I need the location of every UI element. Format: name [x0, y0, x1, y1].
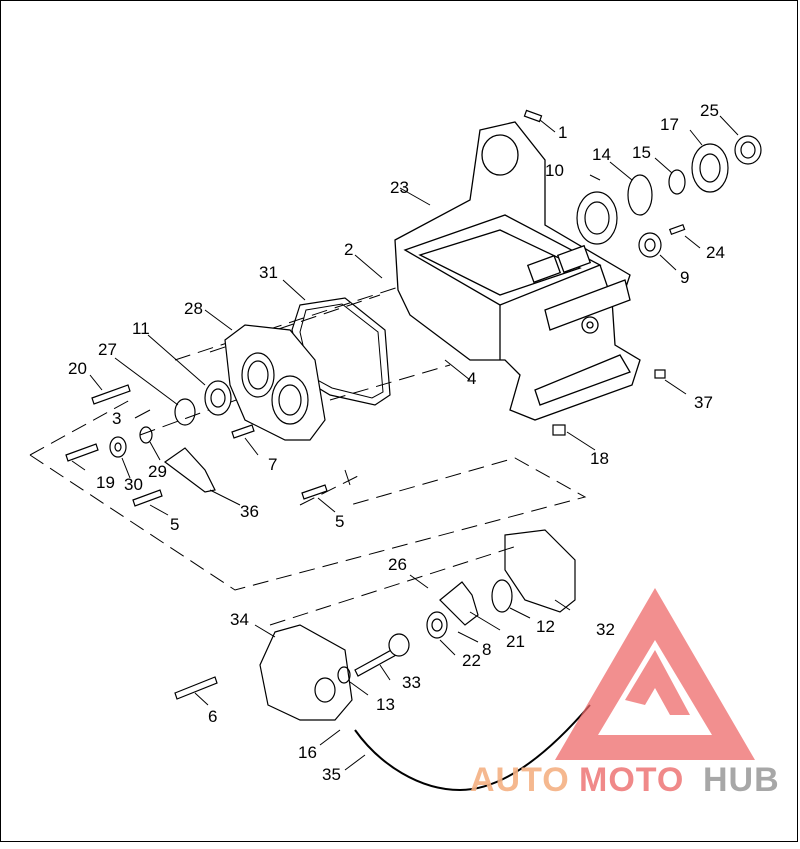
callout-6: 6: [208, 707, 217, 726]
logo-outer-triangle: [555, 588, 755, 760]
callout-13: 13: [376, 695, 395, 714]
bearing-22: [426, 611, 448, 639]
bolts: [65, 109, 686, 700]
bracket-36: [163, 447, 216, 493]
callout-23: 23: [390, 178, 409, 197]
cable-35: [354, 704, 591, 792]
callout-9: 9: [680, 268, 689, 287]
callout-30: 30: [124, 475, 143, 494]
callout-20: 20: [68, 359, 87, 378]
o-ring-15: [668, 169, 686, 195]
callout-34: 34: [230, 610, 249, 629]
bearing-11: [204, 380, 232, 416]
wordmark-moto: MOTO: [579, 761, 684, 799]
logo-inner-mark: [625, 650, 690, 715]
watermark-logo: [555, 588, 755, 760]
callout-labels: 1 2 3 4 5 5 6 7 8 9 10 11 12 13 14 15 16…: [68, 101, 725, 784]
callout-2: 2: [344, 240, 353, 259]
callout-4: 4: [467, 369, 476, 388]
retaining-ring-12: [491, 579, 513, 613]
callout-5b: 5: [335, 512, 344, 531]
seal-17: [691, 143, 729, 193]
shift-shaft-33: [354, 633, 410, 677]
cover-34: [259, 624, 353, 721]
dashed-guide-7: [299, 474, 361, 506]
shift-lever-21: [439, 581, 479, 626]
callout-15: 15: [632, 143, 651, 162]
dashed-region-upper: [29, 399, 131, 456]
spacer-25: [734, 135, 762, 165]
callout-32: 32: [596, 620, 615, 639]
callout-36: 36: [240, 502, 259, 521]
bearing-10: [576, 191, 618, 245]
dashed-region-side: [29, 454, 587, 591]
callout-28: 28: [184, 299, 203, 318]
gasket-32: [504, 529, 576, 613]
callout-19: 19: [96, 473, 115, 492]
retaining-ring-14: [627, 174, 653, 216]
callout-17: 17: [660, 115, 679, 134]
side-door-28: [224, 324, 326, 441]
watermark-wordmark: AUTO MOTO HUB: [470, 761, 780, 799]
callout-24: 24: [706, 243, 725, 262]
dashed-guide-6: [269, 544, 521, 626]
callout-1: 1: [558, 123, 567, 142]
wordmark-hub: HUB: [703, 761, 780, 799]
callout-33: 33: [402, 673, 421, 692]
callout-12: 12: [536, 617, 555, 636]
transmission-case: [394, 121, 641, 421]
o-ring-27: [174, 398, 196, 426]
dashed-guide-2: [174, 279, 421, 361]
callout-22: 22: [462, 651, 481, 670]
washer-30: [109, 436, 127, 458]
callout-14: 14: [592, 145, 611, 164]
callout-5a: 5: [170, 515, 179, 534]
wordmark-auto: AUTO: [470, 761, 570, 799]
callout-7: 7: [268, 455, 277, 474]
bushing-9: [638, 232, 662, 258]
callout-37: 37: [694, 393, 713, 412]
callout-26: 26: [388, 555, 407, 574]
callout-31: 31: [259, 263, 278, 282]
dashed-guide-5: [344, 469, 351, 486]
callout-10: 10: [545, 161, 564, 180]
dashed-guide-4: [329, 364, 451, 401]
o-ring-13: [337, 666, 351, 684]
callout-25: 25: [700, 101, 719, 120]
callout-16: 16: [298, 743, 317, 762]
callout-3: 3: [112, 409, 121, 428]
callout-8: 8: [482, 640, 491, 659]
o-ring-29: [139, 426, 153, 444]
callout-21: 21: [506, 632, 525, 651]
callout-11: 11: [132, 319, 150, 338]
callout-29: 29: [148, 462, 167, 481]
callout-18: 18: [590, 449, 609, 468]
callout-27: 27: [98, 340, 117, 359]
callout-35: 35: [322, 765, 341, 784]
